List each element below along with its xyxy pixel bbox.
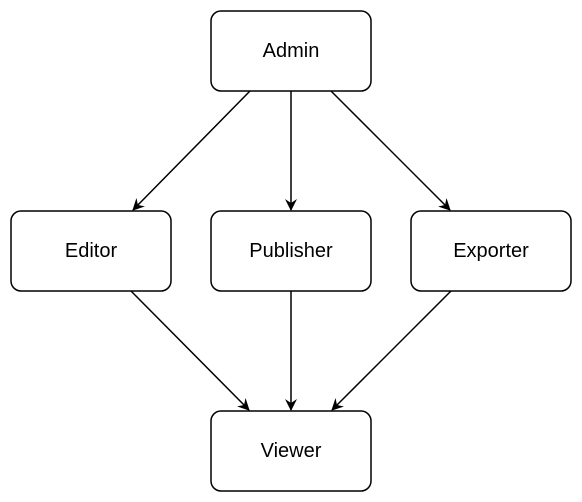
node-publisher-label: Publisher (249, 240, 333, 262)
node-admin[interactable]: Admin (210, 10, 372, 92)
node-publisher[interactable]: Publisher (210, 210, 372, 292)
node-viewer-label: Viewer (261, 440, 322, 462)
node-editor-box (10, 210, 172, 292)
node-editor[interactable]: Editor (10, 210, 172, 292)
edge-admin-to-exporter (330, 90, 451, 211)
edge-admin-to-editor (132, 90, 251, 211)
node-exporter[interactable]: Exporter (410, 210, 572, 292)
edge-editor-to-viewer (130, 290, 250, 411)
node-exporter-box (410, 210, 572, 292)
node-editor-label: Editor (65, 240, 118, 262)
node-viewer[interactable]: Viewer (210, 410, 372, 492)
edges-group (130, 90, 452, 411)
node-admin-label: Admin (263, 40, 320, 62)
node-admin-box (210, 10, 372, 92)
edge-exporter-to-viewer (331, 290, 452, 411)
node-exporter-label: Exporter (453, 240, 529, 262)
node-viewer-box (210, 410, 372, 492)
node-publisher-box (210, 210, 372, 292)
